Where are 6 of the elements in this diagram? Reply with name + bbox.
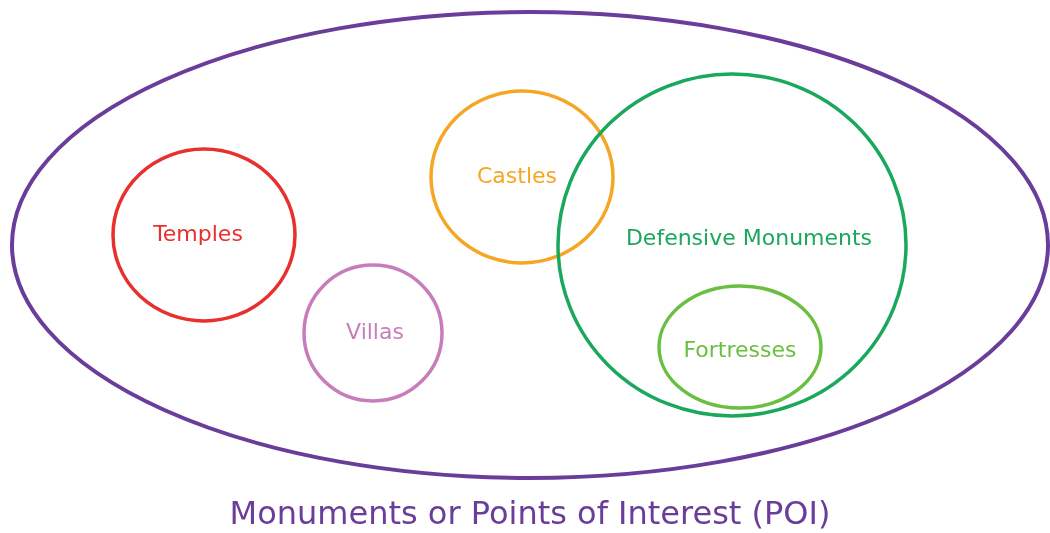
set-label: Villas bbox=[346, 318, 404, 344]
set-label: Fortresses bbox=[683, 336, 797, 362]
set-caption: Monuments or Points of Interest (POI) bbox=[229, 494, 831, 532]
set-label: Defensive Monuments bbox=[625, 224, 873, 250]
set-label: Castles bbox=[477, 162, 557, 188]
set-label: Temples bbox=[153, 220, 243, 246]
